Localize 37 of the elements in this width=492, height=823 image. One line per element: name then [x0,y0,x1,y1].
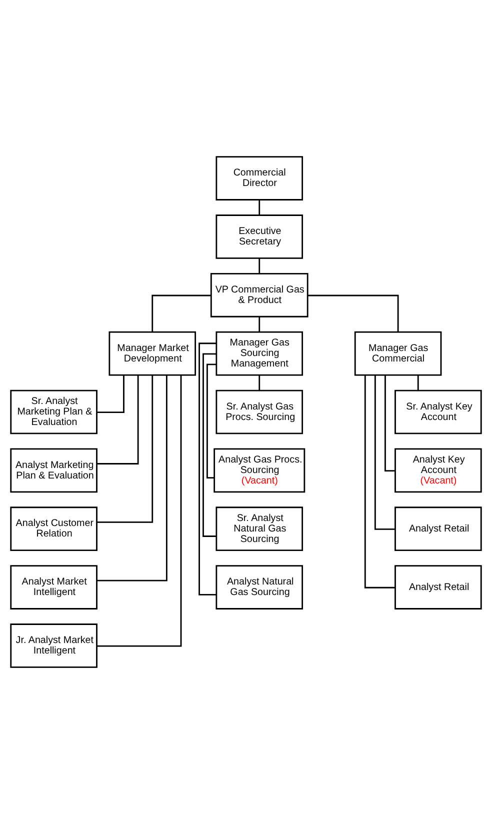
connector [96,374,168,581]
connector [206,363,216,478]
node-box: Jr. Analyst Market Intelligent [10,623,98,668]
node-box: Executive Secretary [216,214,304,258]
node-box: Analyst Retail [394,564,482,609]
node-box: Analyst Key Account (Vacant) [394,448,482,492]
node-box: Analyst Market Intelligent [10,564,98,609]
node-box: Analyst Marketing Plan & Evaluation [10,448,98,492]
connector [417,374,419,390]
node-box: Manager Gas Commercial [354,330,442,376]
connector [258,200,260,215]
node-box: VP Commercial Gas & Product [210,272,308,317]
node-box: Analyst Gas Procs. Sourcing (Vacant) [214,448,306,492]
connector [258,316,260,332]
connector [374,374,396,530]
node-box: Manager Market Development [108,330,196,376]
connector [258,374,260,390]
connector [258,258,260,274]
connector [364,374,396,588]
node-box: Sr. Analyst Key Account [394,389,482,434]
node-box: Analyst Natural Gas Sourcing [216,564,304,609]
connector [152,294,211,332]
node-box: Analyst Retail [394,506,482,551]
connector [384,374,396,471]
connector [96,374,139,464]
connector [97,374,154,522]
connector [96,374,124,413]
connector [308,294,399,332]
node-box: Sr. Analyst Marketing Plan & Evaluation [10,389,98,434]
connector [198,342,216,595]
node-box: Sr. Analyst Natural Gas Sourcing [216,506,304,551]
connector [96,374,182,646]
node-box: Analyst Customer Relation [10,506,98,551]
node-box: Sr. Analyst Gas Procs. Sourcing [216,389,304,434]
connector [202,352,216,536]
node-box: Manager Gas Sourcing Management [216,330,304,376]
node-box: Commercial Director [216,156,304,200]
